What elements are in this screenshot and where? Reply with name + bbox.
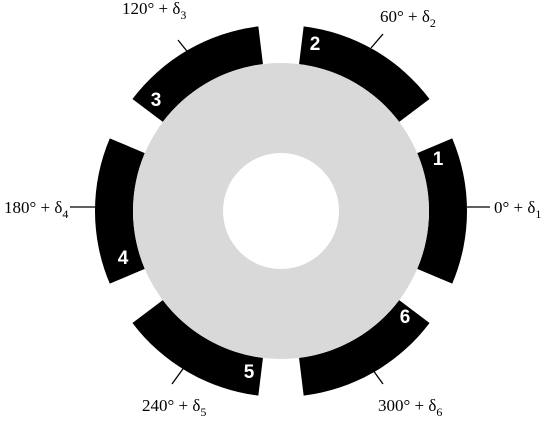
- segment-6-leader: [369, 365, 384, 385]
- segment-1-angle-main: 0° + δ: [494, 198, 535, 217]
- segment-4-arc: [95, 138, 145, 284]
- segment-1-angle-sub: 1: [535, 207, 541, 221]
- segment-2-leader: [370, 33, 384, 49]
- segment-5-number: 5: [244, 362, 255, 383]
- segment-3-angle-label: 120° + δ3: [122, 0, 186, 22]
- segment-2-number: 2: [310, 34, 321, 55]
- segment-2-arc: [299, 26, 430, 122]
- segment-6-angle-sub: 6: [436, 405, 442, 419]
- segment-1-arc: [417, 138, 467, 284]
- segment-1-number: 1: [433, 149, 444, 170]
- segment-6-arc: [299, 300, 430, 396]
- segment-5-angle-main: 240° + δ: [142, 396, 200, 415]
- segment-5-leader: [171, 365, 186, 385]
- leaders-layer: [70, 33, 490, 385]
- segment-2-angle-sub: 2: [430, 16, 436, 30]
- segments-layer: [95, 26, 467, 396]
- segment-4-angle-sub: 4: [62, 207, 68, 221]
- segment-1-angle-label: 0° + δ1: [494, 198, 541, 221]
- segment-5-arc: [132, 300, 263, 396]
- segment-6-angle-main: 300° + δ: [378, 396, 436, 415]
- segment-3-leader: [177, 39, 191, 56]
- segment-4-number: 4: [118, 248, 129, 269]
- segment-3-arc: [132, 26, 263, 122]
- segment-3-angle-main: 120° + δ: [122, 0, 180, 18]
- segment-2-angle-main: 60° + δ: [380, 7, 430, 26]
- segment-3-angle-sub: 3: [180, 8, 186, 22]
- segment-2-angle-label: 60° + δ2: [380, 7, 436, 30]
- segment-4-angle-label: 180° + δ4: [4, 198, 68, 221]
- segment-4-angle-main: 180° + δ: [4, 198, 62, 217]
- segment-6-angle-label: 300° + δ6: [378, 396, 442, 419]
- segment-3-number: 3: [151, 90, 162, 111]
- segment-5-angle-sub: 5: [200, 405, 206, 419]
- segment-5-angle-label: 240° + δ5: [142, 396, 206, 419]
- segment-6-number: 6: [400, 307, 411, 328]
- center-hole: [223, 153, 339, 269]
